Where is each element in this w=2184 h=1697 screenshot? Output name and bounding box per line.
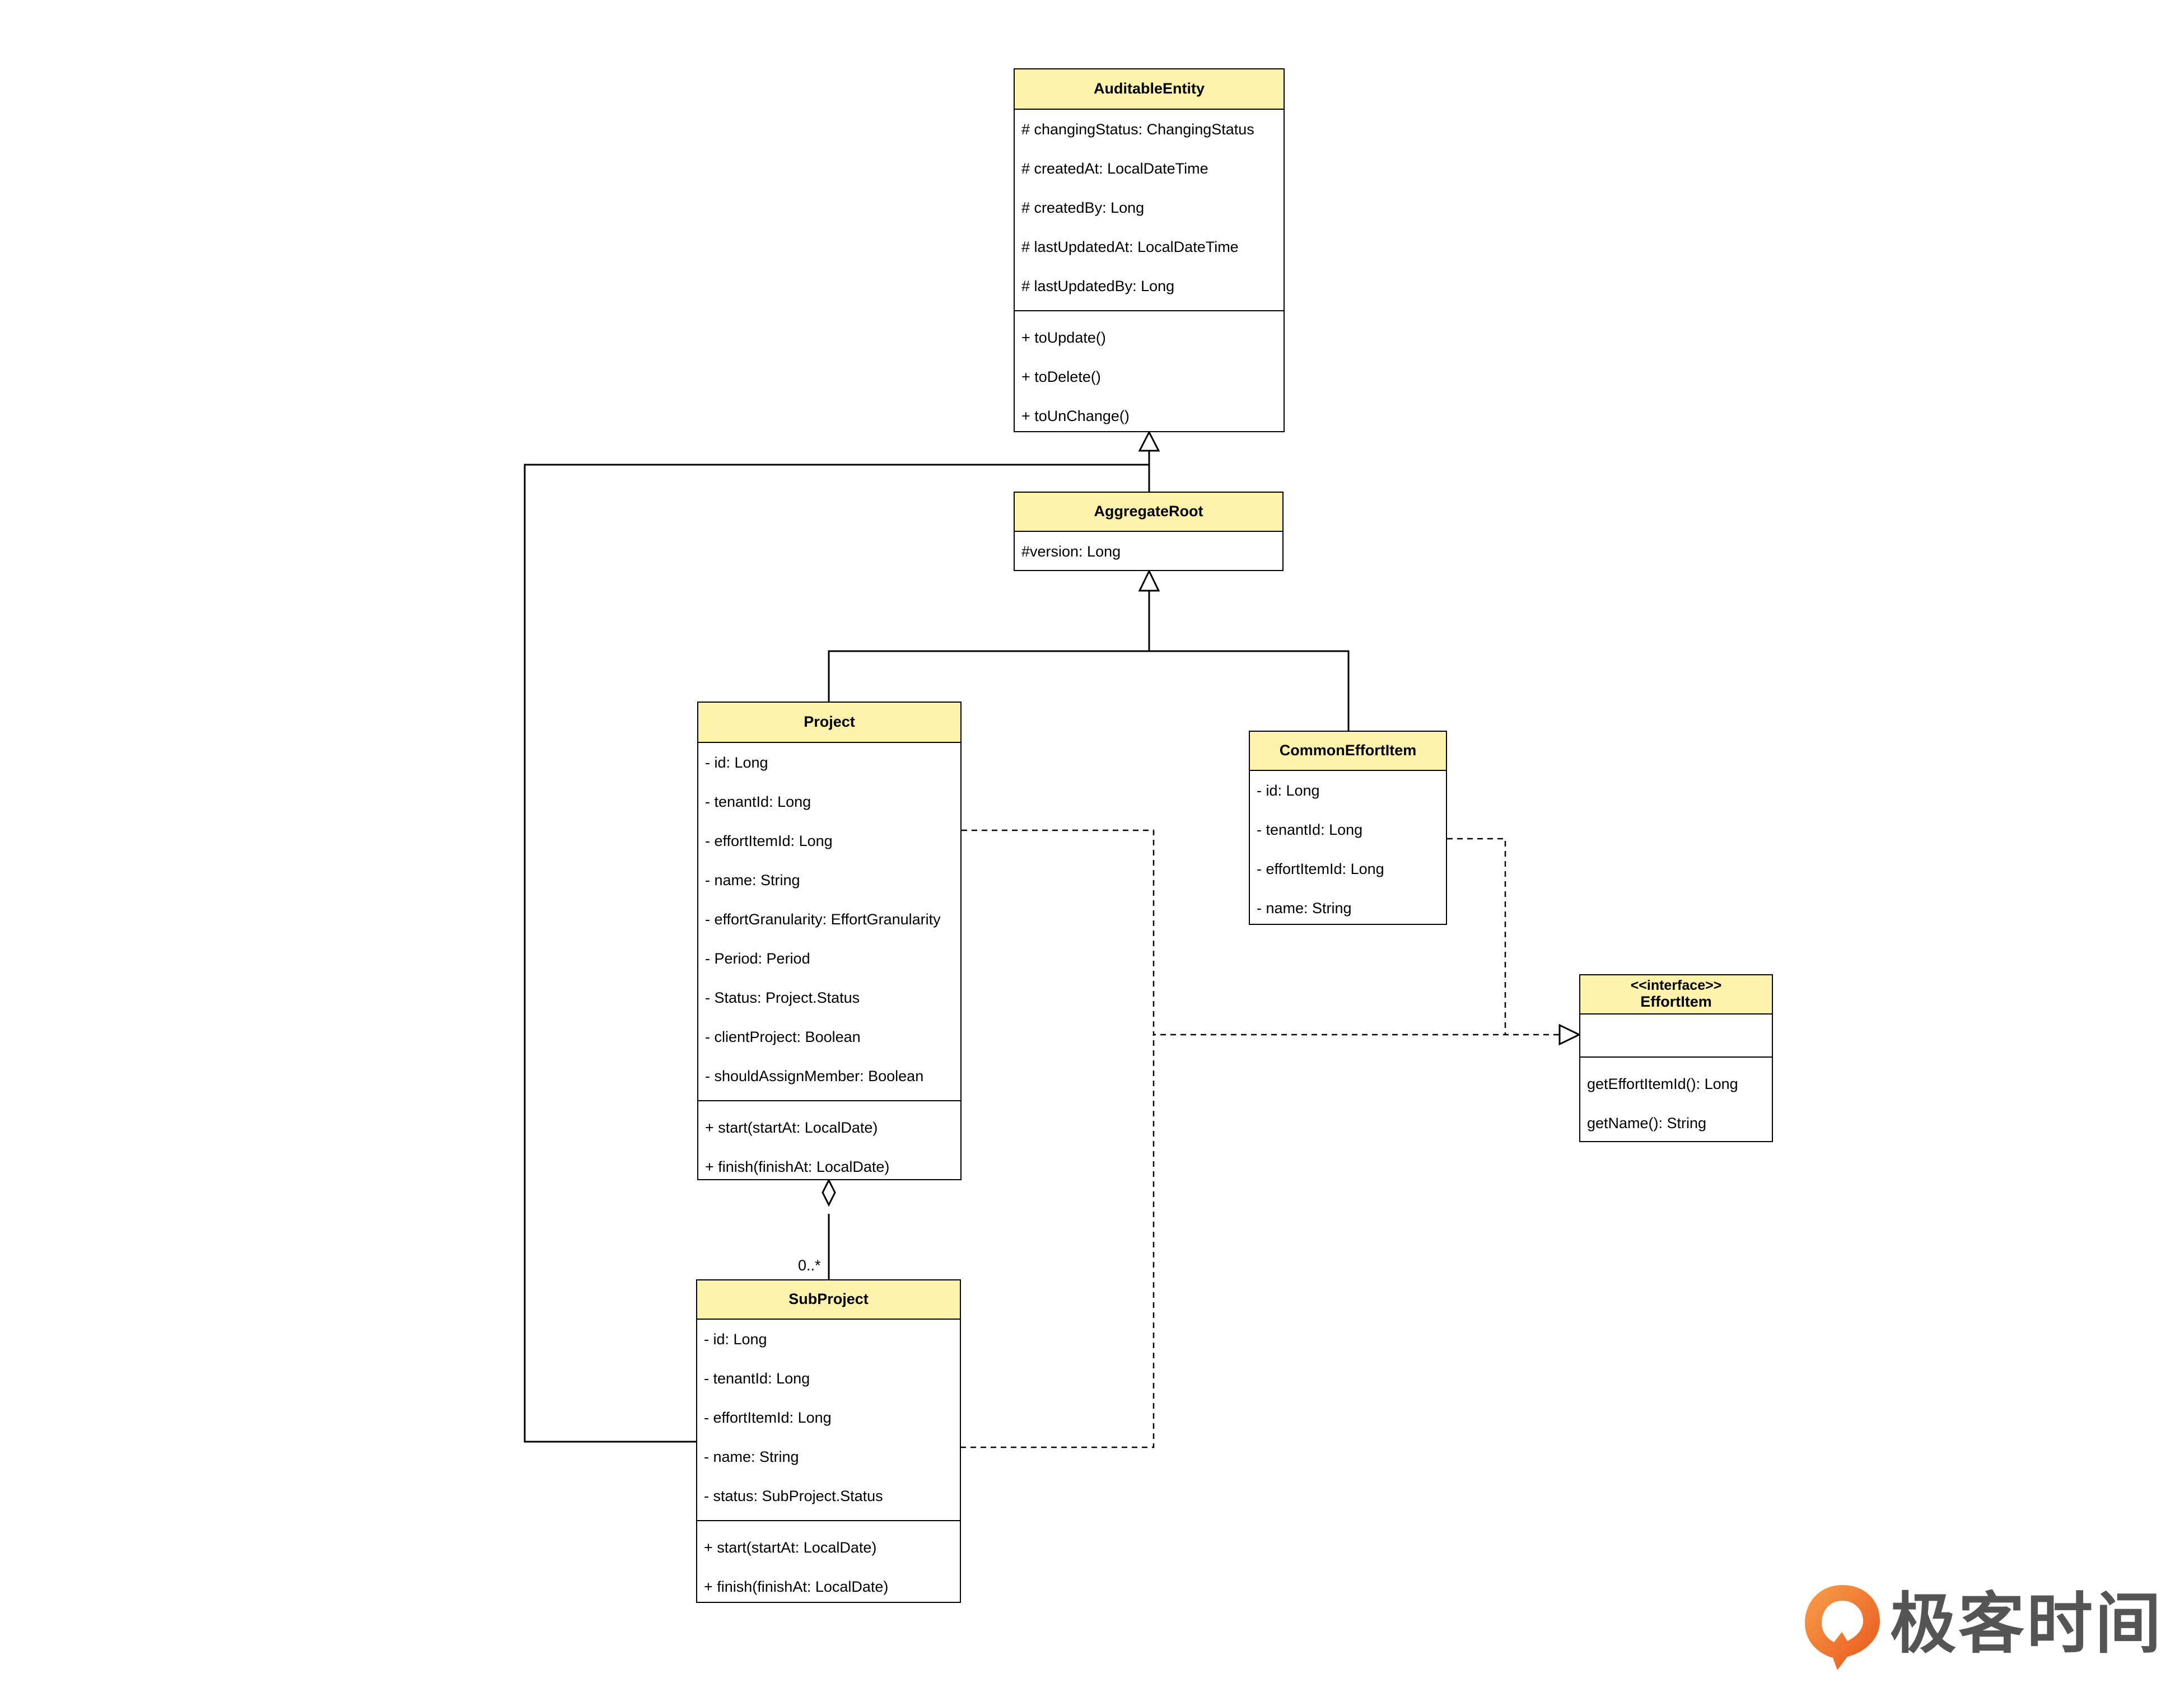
method-section: + start(startAt: LocalDate) + finish(fin… [698,1101,960,1186]
class-header: SubProject [697,1280,960,1320]
realization-arrowhead-effortitem [1558,1023,1581,1046]
attribute: - name: String [705,872,800,889]
attribute: - effortItemId: Long [1257,861,1384,877]
attribute-section: - id: Long - tenantId: Long - effortItem… [697,1320,960,1521]
attribute: - clientProject: Boolean [705,1029,861,1045]
class-header: Project [698,703,960,743]
class-header: AuditableEntity [1015,69,1284,110]
attribute: - status: SubProject.Status [704,1488,883,1504]
class-auditable-entity[interactable]: AuditableEntity # changingStatus: Changi… [1014,68,1285,432]
class-header: CommonEffortItem [1250,732,1446,771]
inheritance-commoneffortitem-line [1149,650,1350,731]
attribute-section: - id: Long - tenantId: Long - effortItem… [698,743,960,1101]
generalization-arrowhead-aggregate [1138,569,1160,592]
attribute: # createdAt: LocalDateTime [1021,160,1208,177]
method: getEffortItemId(): Long [1587,1076,1738,1092]
attribute: # lastUpdatedBy: Long [1021,278,1175,294]
attribute: # changingStatus: ChangingStatus [1021,121,1254,138]
class-name: Project [804,713,855,731]
attribute-section [1580,1015,1772,1058]
attribute: # lastUpdatedAt: LocalDateTime [1021,239,1239,255]
method: + toUpdate() [1021,329,1106,346]
class-project[interactable]: Project - id: Long - tenantId: Long - ef… [697,702,962,1180]
class-name: CommonEffortItem [1279,742,1417,759]
attribute: #version: Long [1021,543,1121,560]
attribute: - id: Long [704,1331,767,1348]
attribute: - name: String [1257,900,1352,917]
attribute: - Status: Project.Status [705,989,860,1006]
aggregation-diamond [822,1178,836,1207]
method-section: getEffortItemId(): Long getName(): Strin… [1580,1058,1772,1143]
class-common-effort-item[interactable]: CommonEffortItem - id: Long - tenantId: … [1249,731,1447,925]
class-aggregate-root[interactable]: AggregateRoot #version: Long [1014,492,1284,571]
geektime-logo: 极客时间 [1800,1576,2161,1671]
method-section: + toUpdate() + toDelete() + toUnChange() [1015,311,1284,436]
attribute: - id: Long [1257,782,1320,799]
attribute-section: - id: Long - tenantId: Long - effortItem… [1250,771,1446,928]
class-header: AggregateRoot [1015,493,1282,532]
class-name: AuditableEntity [1093,80,1205,97]
realization-subproject-line [960,1035,1155,1448]
method-section: + start(startAt: LocalDate) + finish(fin… [697,1521,960,1606]
class-name: SubProject [788,1291,869,1308]
method: + finish(finishAt: LocalDate) [704,1578,889,1595]
method: + start(startAt: LocalDate) [705,1119,878,1136]
attribute: - name: String [704,1448,799,1465]
class-sub-project[interactable]: SubProject - id: Long - tenantId: Long -… [696,1279,961,1603]
method: getName(): String [1587,1115,1707,1132]
multiplicity-label: 0..* [798,1257,821,1274]
attribute: - Period: Period [705,950,810,967]
attribute: - effortGranularity: EffortGranularity [705,911,941,928]
class-name: EffortItem [1640,993,1712,1010]
class-name: AggregateRoot [1094,503,1203,520]
inheritance-subproject-line [524,451,1150,1443]
realization-commoneffortitem-line [1447,838,1506,1035]
logo-text: 极客时间 [1890,1585,2164,1662]
attribute: - effortItemId: Long [705,833,833,849]
attribute: - effortItemId: Long [704,1409,832,1426]
attribute-section: # changingStatus: ChangingStatus # creat… [1015,110,1284,311]
method: + finish(finishAt: LocalDate) [705,1158,890,1175]
attribute: - tenantId: Long [705,793,811,810]
stereotype-label: <<interface>> [1630,978,1722,994]
method: + toDelete() [1021,368,1101,385]
geektime-logo-icon [1805,1585,1880,1670]
method: + toUnChange() [1021,408,1130,424]
realization-project-line [962,829,1560,1036]
attribute-section: #version: Long [1015,532,1282,571]
attribute: - tenantId: Long [704,1370,810,1387]
class-header: <<interface>> EffortItem [1580,975,1772,1015]
generalization-arrowhead-auditable [1138,430,1160,452]
inheritance-project-line [828,591,1150,702]
attribute: - shouldAssignMember: Boolean [705,1068,924,1084]
attribute: - id: Long [705,754,768,771]
method: + start(startAt: LocalDate) [704,1539,877,1556]
attribute: # createdBy: Long [1021,199,1145,216]
interface-effort-item[interactable]: <<interface>> EffortItem getEffortItemId… [1579,974,1773,1142]
attribute: - tenantId: Long [1257,821,1363,838]
